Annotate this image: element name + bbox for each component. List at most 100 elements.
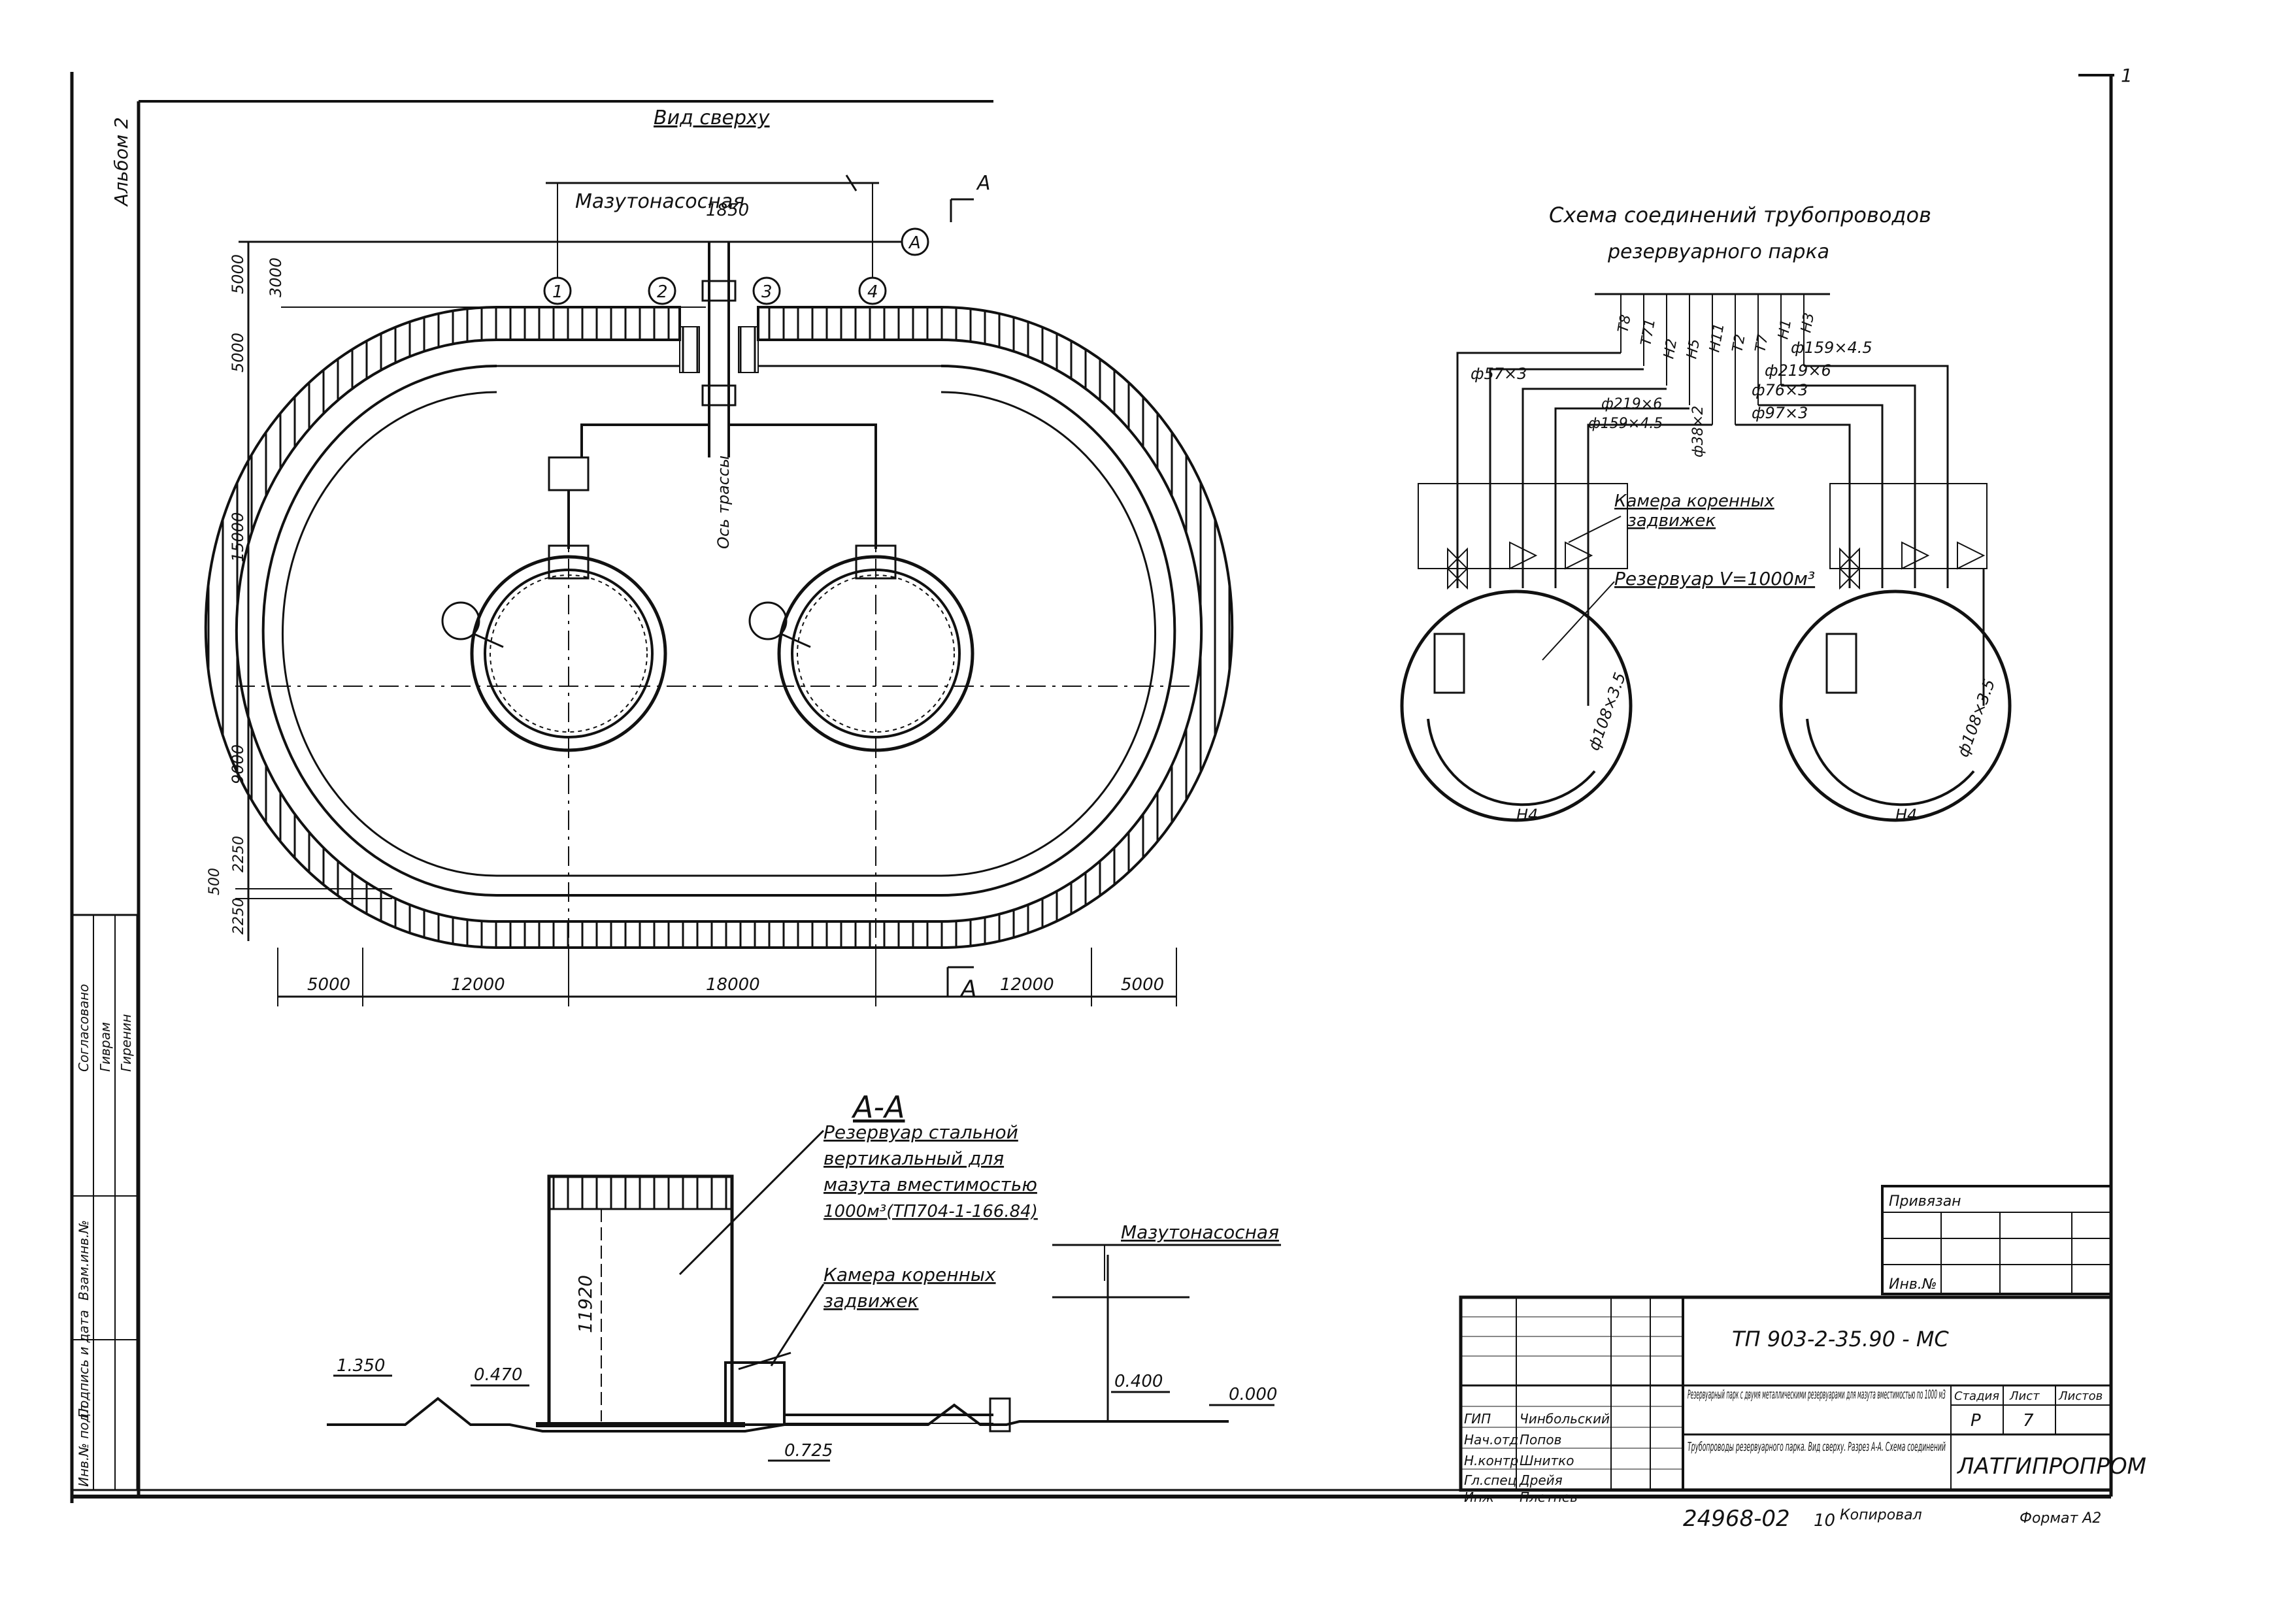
ring-label-right: Н4 (1895, 806, 1917, 824)
bottom-pipe-left: ф108×3.5 (1584, 670, 1629, 753)
schema-tank-left (1400, 589, 1633, 822)
pipe-risers (1620, 294, 1805, 425)
name-2: Попов (1520, 1432, 1561, 1448)
size-159-top: ф159×4.5 (1791, 339, 1872, 357)
stage-label: Стадия (1954, 1389, 1999, 1403)
connection-schema: Схема соединений трубопроводов резервуар… (1400, 203, 2012, 824)
section-title: А-А (851, 1089, 905, 1125)
size-57: ф57×3 (1471, 365, 1527, 383)
elev-0000: 0.000 (1229, 1385, 1277, 1404)
pipe-h2: Н2 (1661, 338, 1680, 360)
plan-title: Вид сверху (654, 107, 771, 129)
left-dim-2250a: 2250 (231, 836, 247, 872)
copied-label: Копировал (1840, 1507, 1922, 1523)
stamp-inv: Инв.№ подл. (76, 1400, 92, 1487)
elev-1350: 1.350 (337, 1356, 385, 1376)
schema-tank-right (1779, 589, 2012, 822)
stamp-row-1: Гиврам (97, 1022, 113, 1072)
size-159-mid: ф159×4.5 (1588, 416, 1663, 432)
ring-label-left: Н4 (1516, 806, 1538, 824)
sheet-title-text: Трубопроводы резервуарного парка. Вид св… (1688, 1440, 1946, 1454)
col-axis-3: 3 (761, 282, 773, 302)
sheets-label: Листов (2058, 1389, 2103, 1403)
pipe-h11: Н11 (1706, 322, 1727, 354)
schema-chamber-1: Камера коренных (1614, 491, 1774, 511)
section-mark-bottom: А (959, 976, 977, 1002)
elev-0725: 0.725 (784, 1441, 833, 1461)
pipe-t7: Т7 (1752, 333, 1771, 354)
pipe-t8: Т8 (1615, 314, 1634, 334)
gap-dimension: 1850 (706, 201, 749, 220)
left-dim-5000b: 5000 (229, 333, 247, 373)
page-number: 1 (2121, 65, 2133, 86)
object-title-text: Резервуарный парк с двумя металлическими… (1688, 1387, 1946, 1402)
name-5: Плетнев (1520, 1489, 1578, 1505)
size-97: ф97×3 (1752, 404, 1808, 422)
col-axis-4: 4 (867, 282, 878, 302)
stamp-row-2: Гиренин (118, 1014, 134, 1072)
schema-title-2: резервуарного парка (1607, 240, 1829, 263)
attached-label: Привязан (1889, 1193, 1961, 1210)
sheet-frame (70, 72, 2114, 1503)
schema-title-1: Схема соединений трубопроводов (1549, 203, 1931, 227)
left-dim-9000: 9000 (229, 744, 247, 784)
tank-label-4: 1000м³(ТП704-1-166.84) (824, 1202, 1038, 1221)
bottom-dim-18000: 18000 (706, 975, 760, 995)
col-axis-1: 1 (552, 282, 563, 302)
chamber-label-2: задвижек (824, 1290, 919, 1312)
col-axis-2: 2 (657, 282, 668, 302)
name-3: Шнитко (1520, 1453, 1574, 1468)
object-title: Резервуарный парк с двумя металлическими… (1688, 1387, 1946, 1402)
schema-chamber-2: задвижек (1627, 511, 1716, 531)
tank-label-1: Резервуар стальной (824, 1121, 1018, 1143)
pipe-h3: Н3 (1798, 312, 1818, 334)
footer: 24968-02 10 Копировал Формат А2 (1683, 1506, 2101, 1532)
plan-view: Вид сверху Мазутонасосная 1850 А 1 2 3 4… (204, 107, 1234, 1006)
elev-0400: 0.400 (1114, 1372, 1163, 1391)
chamber-label-1: Камера коренных (824, 1264, 996, 1285)
bottom-pipe-right: ф108×3.5 (1954, 676, 1999, 759)
bottom-dim-12000b: 12000 (1000, 975, 1054, 995)
bottom-dim-12000a: 12000 (451, 975, 505, 995)
size-76: ф76×3 (1752, 381, 1808, 399)
tank-label-2: вертикальный для (824, 1148, 1004, 1169)
org-name: ЛАТГИПРОПРОМ (1956, 1453, 2146, 1480)
schema-tank-label: Резервуар V=1000м³ (1614, 568, 1815, 589)
tank-height: 11920 (574, 1275, 596, 1333)
left-dim-15000: 15000 (229, 512, 247, 562)
size-219-mid: ф219×6 (1601, 396, 1662, 412)
pipe-t71: Т71 (1638, 318, 1659, 347)
role-eng: Инж (1464, 1489, 1494, 1505)
bottom-dim-5000a: 5000 (307, 975, 350, 995)
tank-label-3: мазута вместимостью (824, 1174, 1037, 1195)
pump-house-label: Мазутонасосная (575, 190, 744, 213)
left-dim-5000a: 5000 (229, 254, 247, 294)
name-4: Дрейя (1519, 1472, 1563, 1488)
section-view: А-А 11920 Мазутонасосная Резервуар сталь… (327, 1089, 1281, 1462)
elev-0470: 0.470 (474, 1365, 522, 1385)
title-block: Привязан Инв.№ ТП 903-2-35.90 - МС Резер… (1459, 1185, 2146, 1505)
stage-value: Р (1971, 1411, 1981, 1431)
left-dim-3000: 3000 (267, 257, 285, 297)
role-control: Н.контр (1464, 1453, 1518, 1468)
pipe-h1: Н1 (1775, 318, 1795, 340)
valves (1446, 541, 1986, 590)
sheet-title: Трубопроводы резервуарного парка. Вид св… (1688, 1440, 1946, 1454)
doc-code: 24968-02 (1683, 1506, 1790, 1532)
section-mark-top: А (976, 172, 991, 195)
sheet-value: 7 (2023, 1411, 2034, 1431)
name-1: Чинбольский (1520, 1411, 1610, 1427)
role-head: Нач.отд (1464, 1432, 1518, 1448)
left-dim-2250b: 2250 (231, 898, 247, 935)
bottom-dim-5000b: 5000 (1121, 975, 1164, 995)
side-stamp: Инв.№ подл. Подпись и дата Взам.инв.№ Со… (71, 914, 139, 1491)
stamp-agreed: Согласовано (76, 984, 92, 1072)
inv-label: Инв.№ (1889, 1276, 1937, 1293)
page-suffix: 10 (1814, 1511, 1835, 1531)
album-label: Альбом 2 (110, 117, 132, 207)
section-pump-house: Мазутонасосная (1121, 1221, 1279, 1243)
size-219-top: ф219×6 (1765, 361, 1831, 380)
stamp-replace: Взам.инв.№ (76, 1220, 92, 1301)
track-axis-label: Ось трассы (714, 456, 733, 549)
